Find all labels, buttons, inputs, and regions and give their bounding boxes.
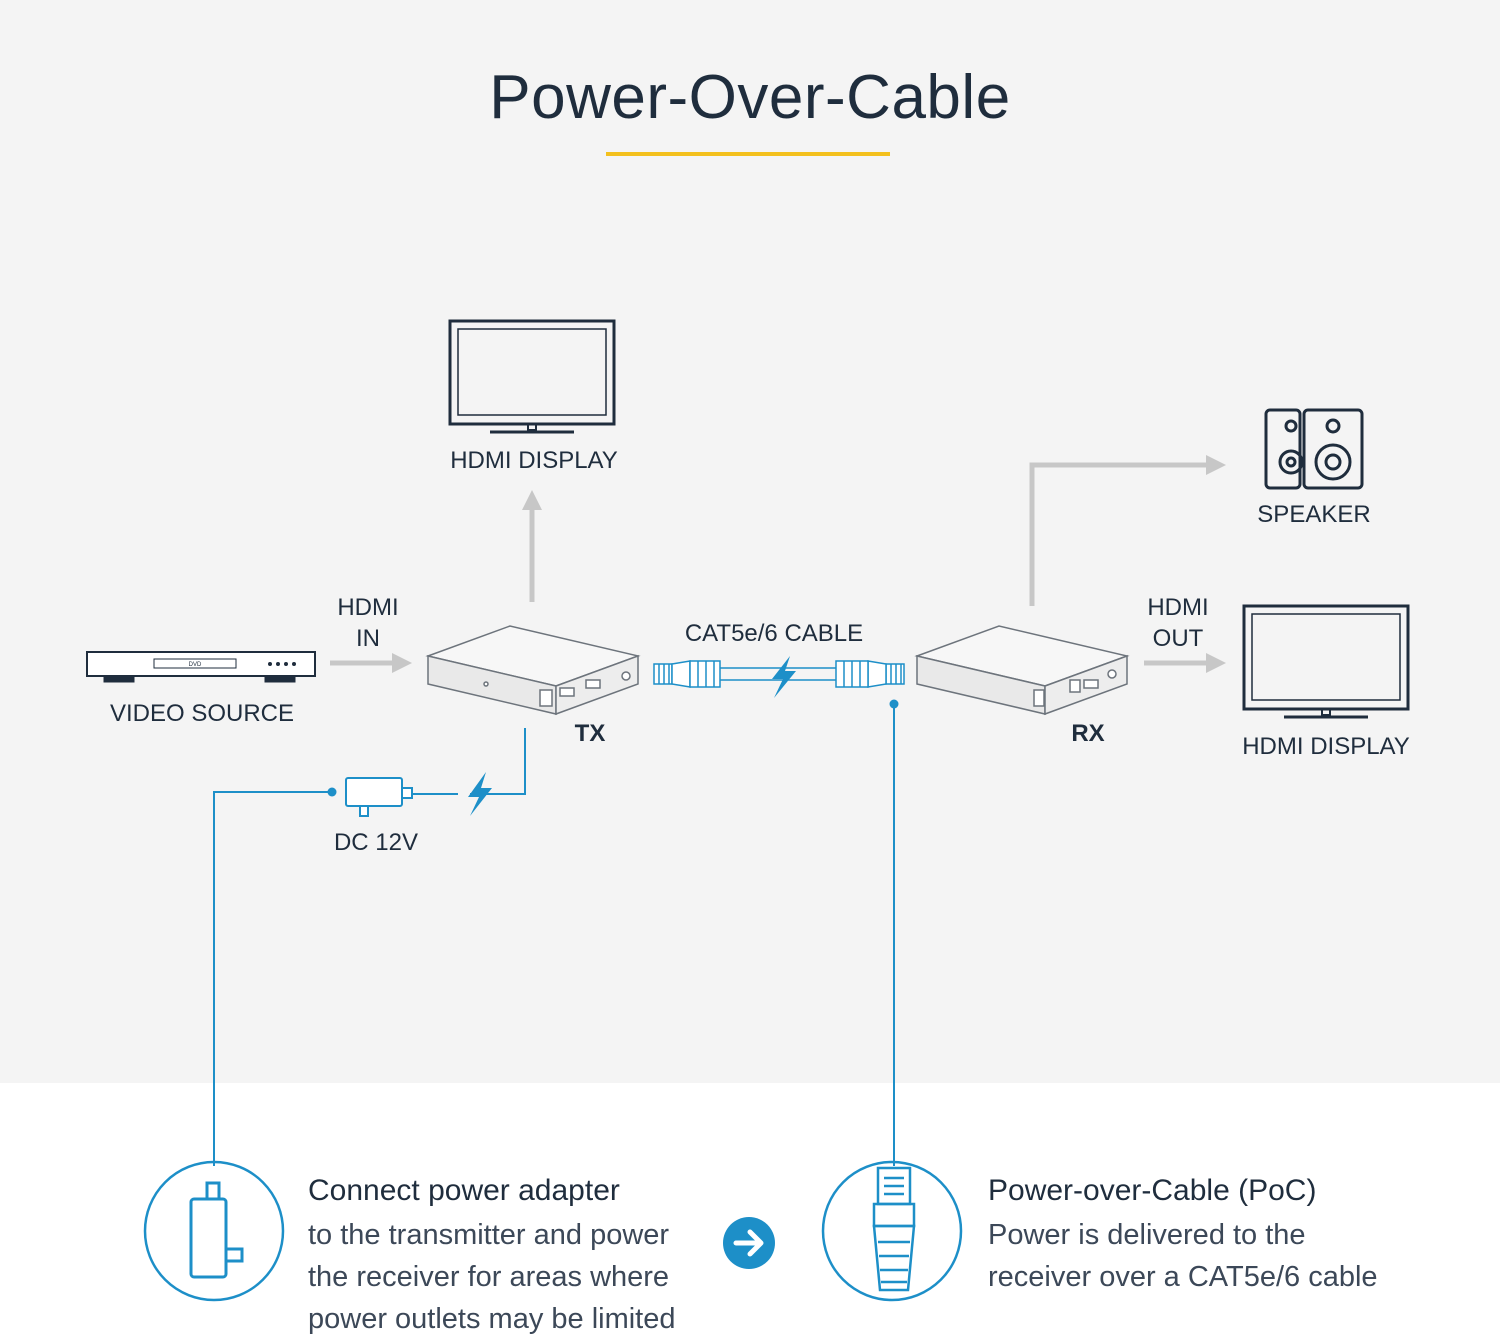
adapter-line-1: to the transmitter and power (308, 1219, 670, 1251)
cable-label: CAT5e/6 CABLE (684, 620, 864, 647)
dc-power-line (213, 728, 526, 1166)
speaker-icon (1264, 408, 1364, 490)
tv-icon-right (1242, 604, 1410, 719)
poc-description: Power is delivered to the receiver over … (988, 1214, 1378, 1298)
adapter-description: to the transmitter and power the receive… (308, 1214, 676, 1340)
diagram-background (0, 0, 1500, 1083)
adapter-line-2: the receiver for areas where (308, 1261, 670, 1293)
hdmi-display-top-label: HDMI DISPLAY (450, 447, 618, 474)
video-source-label: VIDEO SOURCE (109, 700, 295, 727)
lightning-icon-cable (772, 656, 796, 698)
lightning-icon-dc (468, 772, 492, 816)
arrow-right-circle-icon (723, 1217, 775, 1269)
page-title: Power-Over-Cable (489, 63, 1011, 132)
dvd-player-icon (86, 651, 316, 683)
tv-icon-top (448, 319, 616, 434)
dc-line-dot (327, 787, 337, 797)
power-adapter-icon (143, 1160, 285, 1302)
arrow-to-speaker (1029, 455, 1226, 606)
adapter-line-3: power outlets may be limited (308, 1303, 676, 1335)
hdmi-in-label-line2: IN (356, 625, 380, 652)
poc-line-dot (889, 699, 899, 709)
rj45-plug-left-icon (653, 660, 721, 688)
dvd-label: DVD (189, 662, 202, 668)
hdmi-out-label-line1: HDMI (1147, 594, 1209, 621)
hdmi-display-right-label: HDMI DISPLAY (1242, 733, 1410, 760)
title-underline (606, 152, 890, 156)
adapter-heading: Connect power adapter (308, 1174, 620, 1207)
tx-label: TX (574, 720, 606, 747)
poc-heading: Power-over-Cable (PoC) (988, 1174, 1317, 1207)
speaker-label: SPEAKER (1257, 501, 1371, 528)
signal-arrows (330, 455, 1226, 673)
rj45-plug-icon (821, 1160, 963, 1302)
dc-label: DC 12V (333, 829, 419, 856)
tx-unit-icon (425, 625, 641, 716)
power-adapter-small-icon (345, 777, 413, 817)
hdmi-out-label-line2: OUT (1152, 625, 1204, 652)
cat-cable (720, 667, 836, 681)
poc-line-2: receiver over a CAT5e/6 cable (988, 1261, 1378, 1293)
rx-label: RX (1071, 720, 1105, 747)
rx-unit-icon (914, 625, 1130, 716)
hdmi-in-label-line1: HDMI (337, 594, 399, 621)
poc-line-1: Power is delivered to the (988, 1219, 1306, 1251)
rj45-plug-right-icon (835, 660, 905, 688)
